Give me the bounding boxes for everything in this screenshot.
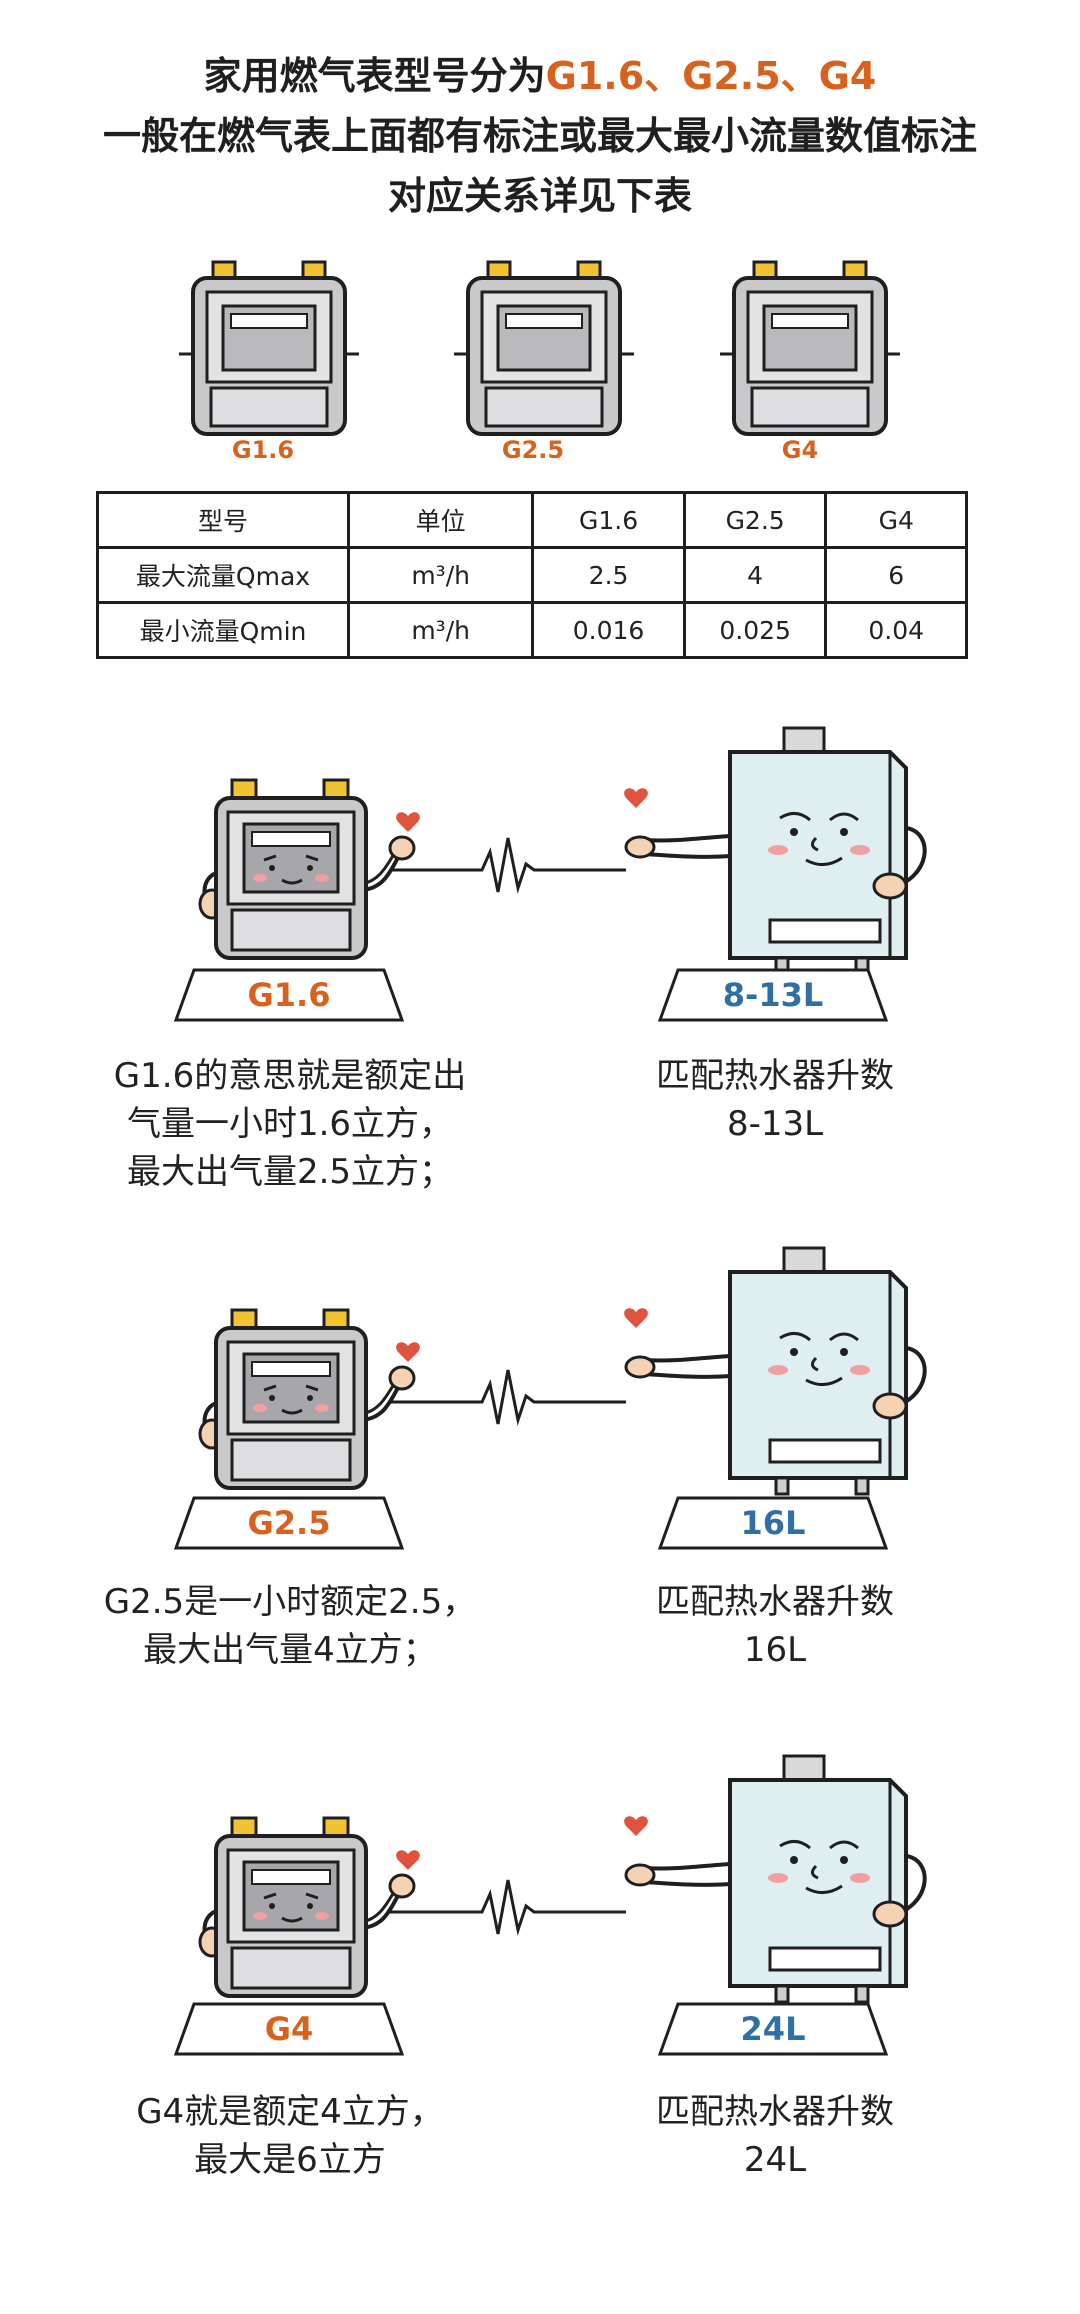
meter-description: G4就是额定4立方， 最大是6立方 [90,2088,490,2184]
description-line: G4就是额定4立方， [136,2092,444,2132]
table-cell: 0.025 [682,601,828,659]
signal-wave-icon [388,836,628,894]
table-header-row: 型号 单位 G1.6 G2.5 G4 [96,491,968,549]
heater-description: 匹配热水器升数 8-13L [610,1052,940,1148]
table-header-cell: G1.6 [531,491,686,549]
meter-description: G2.5是一小时额定2.5， 最大出气量4立方； [80,1578,500,1674]
table-cell: 6 [824,546,968,604]
meter-label: G2.5 [501,436,565,464]
gas-meter-icon [452,260,636,436]
table-row: 最小流量Qmin m³/h 0.016 0.025 0.04 [96,601,968,659]
heater-pedestal-label: 16L [740,1504,806,1542]
table-header-cell: G4 [824,491,968,549]
table-header-cell: 单位 [346,491,535,549]
table-cell: 最大流量Qmax [96,546,350,604]
description-line: 最大出气量2.5立方； [126,1152,454,1192]
meter-description: G1.6的意思就是额定出 气量一小时1.6立方， 最大出气量2.5立方； [90,1052,490,1196]
water-heater-character-icon [622,1754,927,2004]
table-cell: 0.016 [531,601,686,659]
signal-wave-icon [388,1368,628,1426]
meter-label: G4 [781,436,819,464]
table-cell: m³/h [346,601,535,659]
table-cell: m³/h [346,546,535,604]
title-line-1: 家用燃气表型号分为G1.6、G2.5、G4 [0,52,1080,100]
description-line: 24L [743,2140,807,2180]
table-cell: 2.5 [531,546,686,604]
meter-pedestal-label: G2.5 [247,1504,331,1542]
table-cell: 4 [682,546,828,604]
title-line-3: 对应关系详见下表 [387,174,692,218]
description-line: 匹配热水器升数 [656,2092,894,2132]
table-row: 最大流量Qmax m³/h 2.5 4 6 [96,546,968,604]
description-line: 气量一小时1.6立方， [126,1104,454,1144]
water-heater-character-icon [622,1246,927,1496]
title-line-2: 一般在燃气表上面都有标注或最大最小流量数值标注 [102,114,977,158]
table-header-cell: 型号 [96,491,350,549]
title-prefix: 家用燃气表型号分为 [203,54,546,98]
meter-pedestal-label: G4 [264,2010,314,2048]
table-cell: 最小流量Qmin [96,601,350,659]
description-line: 8-13L [726,1104,824,1144]
description-line: 最大是6立方 [194,2140,386,2180]
heater-description: 匹配热水器升数 16L [610,1578,940,1674]
spec-table: 型号 单位 G1.6 G2.5 G4 最大流量Qmax m³/h 2.5 4 6… [96,491,968,659]
meter-pedestal-label: G1.6 [247,976,331,1014]
description-line: 16L [743,1630,807,1670]
table-cell: 0.04 [824,601,968,659]
heater-pedestal-label: 8-13L [722,976,824,1014]
table-header-cell: G2.5 [682,491,828,549]
gas-meter-icon [718,260,902,436]
description-line: G2.5是一小时额定2.5， [103,1582,477,1622]
water-heater-character-icon [622,726,927,976]
description-line: 匹配热水器升数 [656,1056,894,1096]
title-highlight-models: G1.6、G2.5、G4 [545,54,877,98]
description-line: 匹配热水器升数 [656,1582,894,1622]
heater-pedestal-label: 24L [740,2010,806,2048]
heater-description: 匹配热水器升数 24L [610,2088,940,2184]
gas-meter-icon [177,260,361,436]
meter-label: G1.6 [231,436,295,464]
signal-wave-icon [388,1878,628,1936]
description-line: G1.6的意思就是额定出 [113,1056,467,1096]
description-line: 最大出气量4立方； [143,1630,437,1670]
